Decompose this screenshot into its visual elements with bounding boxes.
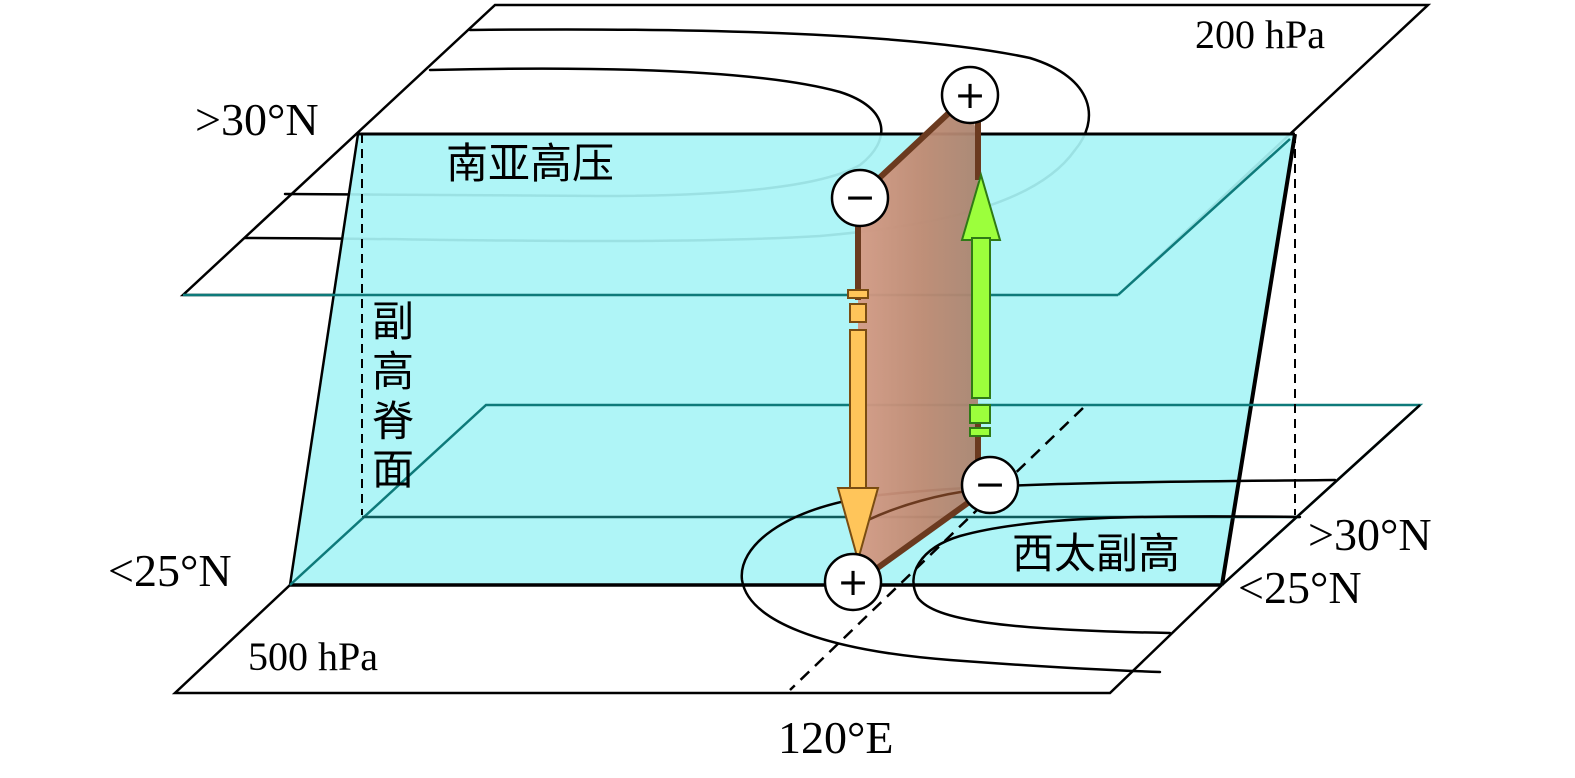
ridge-surface-plane [290, 134, 1295, 585]
south-asia-high-label: 南亚高压 [446, 139, 614, 188]
bottom-plus-marker: + [823, 552, 883, 612]
meridian-120e-dashed [789, 407, 1084, 691]
svg-text:面: 面 [372, 445, 414, 494]
descending-arrow [836, 289, 880, 564]
subtropical-high-label: 西太副高 [1012, 529, 1180, 578]
ridge-surface-label: 副 高 脊 面 [372, 297, 414, 494]
lower-minus-marker: − [960, 455, 1020, 515]
top-level-label: 200 hPa [1195, 12, 1325, 57]
bottom-plane-front [171, 584, 1223, 695]
bottom-contour-inner [912, 515, 1302, 635]
svg-text:+: + [954, 73, 986, 117]
longitude-label: 120°E [778, 712, 894, 763]
svg-text:−: − [844, 175, 876, 219]
top-plane-side-behind [1117, 138, 1291, 296]
top-plus-marker: + [940, 65, 1000, 125]
bottom-plane-edge-right [1221, 404, 1421, 586]
svg-text:副: 副 [372, 297, 414, 346]
lat-right-lower-label: <25°N [1238, 562, 1362, 613]
ascending-arrow [960, 171, 1002, 437]
bottom-contour-outer [740, 478, 1337, 674]
lat-right-upper-label: >30°N [1308, 509, 1432, 560]
ridge-plane-right-edge [1220, 133, 1297, 586]
circulation-cell-face [858, 95, 985, 582]
svg-text:−: − [974, 462, 1006, 506]
bottom-level-label: 500 hPa [248, 634, 378, 679]
ridge-plane-left-edge [288, 133, 360, 586]
svg-text:+: + [837, 560, 869, 604]
svg-text:脊: 脊 [372, 397, 414, 446]
lat-bottom-left-label: <25°N [108, 545, 232, 596]
upper-minus-marker: − [830, 168, 890, 228]
svg-text:高: 高 [372, 347, 414, 396]
lat-top-left-label: >30°N [195, 94, 319, 145]
